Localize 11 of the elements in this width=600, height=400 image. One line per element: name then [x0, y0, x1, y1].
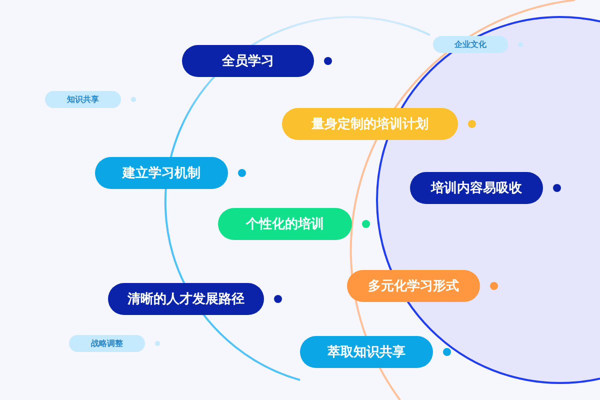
topic-pill: 企业文化: [433, 36, 508, 53]
topic-pill: 战略调整: [69, 335, 145, 352]
topic-pill: 知识共享: [45, 91, 121, 108]
topic-pill: 培训内容易吸收: [410, 172, 543, 204]
topic-pill: 多元化学习形式: [347, 270, 480, 302]
topic-pill: 清晰的人才发展路径: [108, 283, 264, 315]
topic-pill: 量身定制的培训计划: [282, 108, 458, 140]
topic-pill: 建立学习机制: [95, 157, 228, 189]
topic-pill: 全员学习: [182, 45, 314, 77]
topic-pill: 个性化的培训: [218, 208, 352, 240]
topic-pill: 萃取知识共享: [300, 336, 433, 368]
